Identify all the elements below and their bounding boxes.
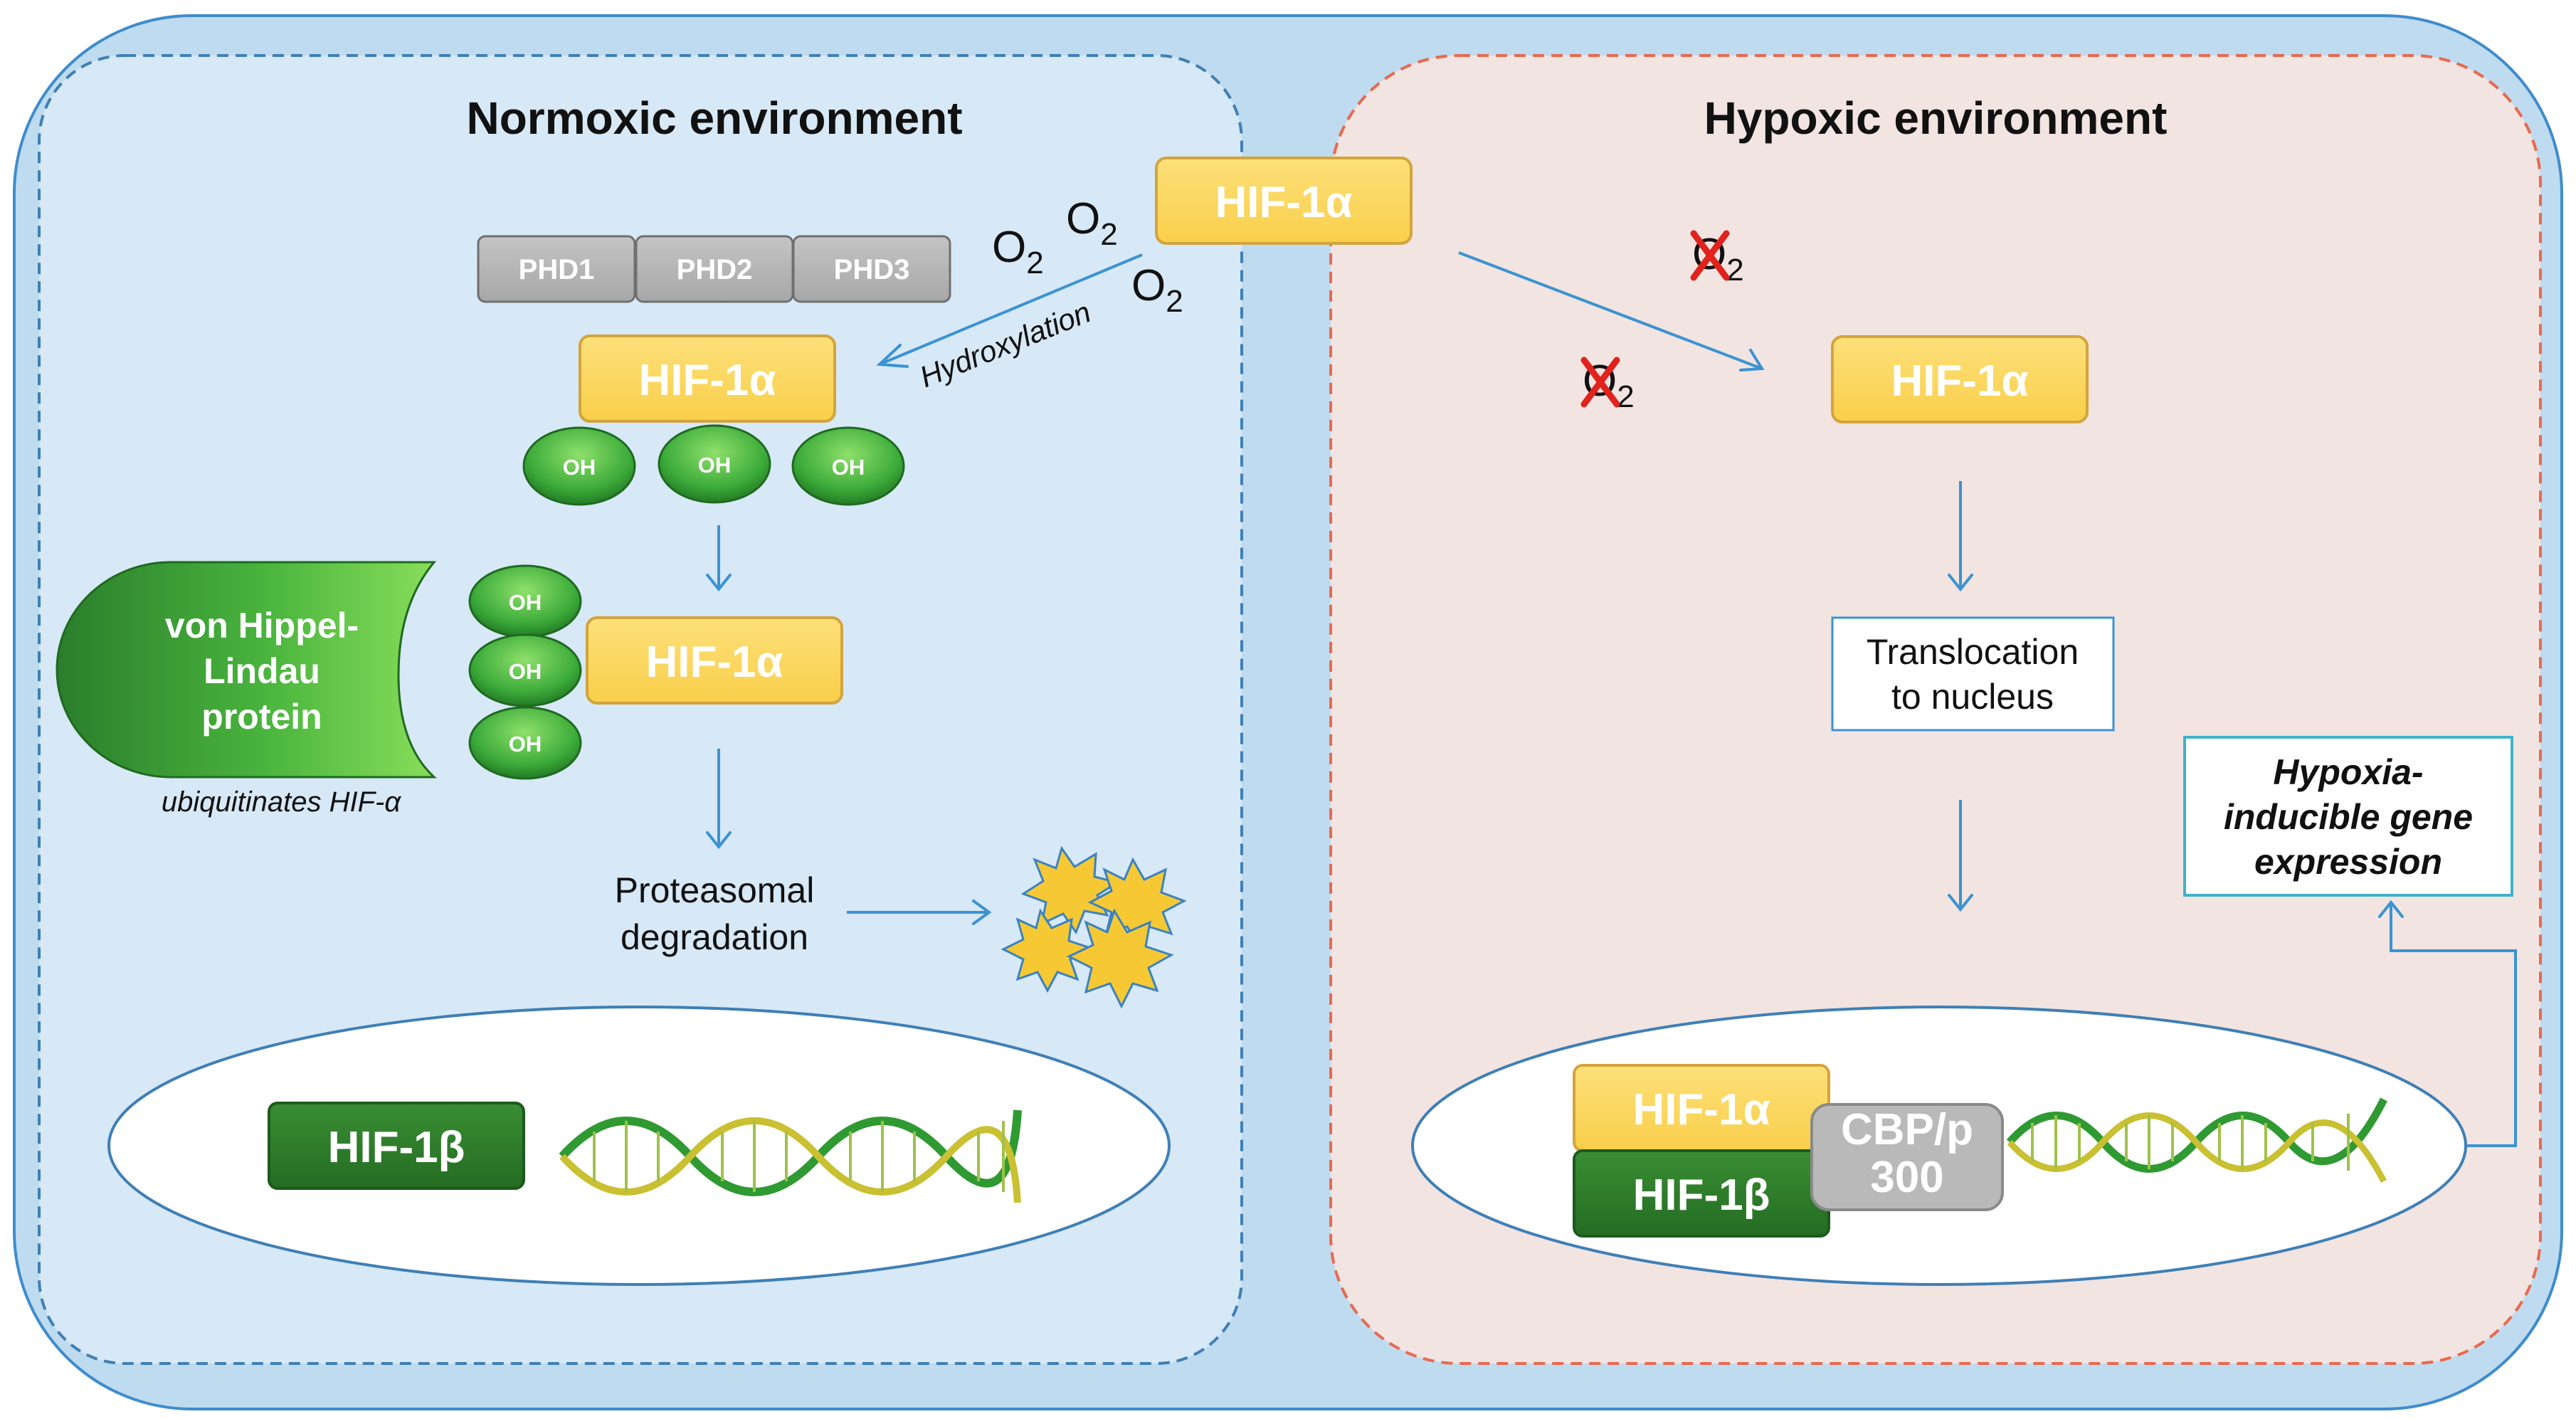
svg-text:O2: O2: [992, 223, 1044, 280]
oh-group-vhl: OH OH OH: [468, 564, 582, 780]
translocation-label-line-1: Translocation: [1867, 632, 2079, 672]
oxygen-absent: O2: [1690, 230, 1744, 288]
hif1a-vhl-bound-box: HIF-1α: [586, 616, 843, 705]
oh-bubble: [658, 424, 771, 504]
oh-label: OH: [509, 659, 542, 684]
phd-group: PHD1 PHD2 PHD3: [477, 235, 951, 303]
ubiquitinates-label: ubiquitinates HIF-α: [162, 786, 401, 818]
vhl-label-line-1: von Hippel-: [165, 606, 359, 645]
hif1a-complex-box: HIF-1α: [1573, 1064, 1830, 1152]
phd2-label: PHD2: [677, 254, 753, 285]
translocation-label-line-2: to nucleus: [1891, 677, 2054, 717]
normoxic-title: Normoxic environment: [466, 93, 962, 144]
oh-group-top: OH OH OH: [522, 424, 905, 506]
hif1a-hydroxylated-box: HIF-1α: [579, 334, 836, 423]
oh-label: OH: [563, 455, 596, 480]
vhl-label-line-3: protein: [201, 697, 322, 737]
oh-label: OH: [509, 732, 542, 756]
vhl-protein: von Hippel- Lindau protein: [56, 561, 437, 779]
oxygen-molecule: O2: [1066, 194, 1118, 252]
starburst: [1020, 845, 1120, 935]
gene-expression-arrowhead: [2378, 900, 2404, 918]
hif1a-vhl-bound-label: HIF-1α: [645, 638, 783, 687]
hif1a-hypoxic-label: HIF-1α: [1891, 357, 2028, 406]
oh-bubble: [791, 426, 905, 506]
hif1a-top-box: HIF-1α: [1155, 157, 1413, 245]
hypoxic-arrow-1-head: [1948, 574, 1973, 592]
degradation-arrowhead: [972, 900, 992, 925]
phd1-label: PHD1: [519, 254, 595, 285]
dna-helix-icon: [559, 1109, 1022, 1203]
oh-bubble: [468, 706, 582, 780]
gene-expression-label-line-2: inducible gene: [2224, 797, 2473, 837]
dna-helix-icon: [2006, 1097, 2387, 1183]
hypoxic-title: Hypoxic environment: [1704, 93, 2168, 144]
phd3-box: [792, 235, 951, 303]
oh-label: OH: [698, 453, 732, 478]
phd3-label: PHD3: [834, 254, 910, 285]
hypoxic-stabilization-arrow: [1458, 251, 1763, 370]
oxygen-molecule: O2: [1131, 261, 1183, 319]
hypoxic-arrow-2-head: [1948, 894, 1973, 912]
svg-text:O2: O2: [1066, 194, 1118, 252]
hif1a-hypoxic-box: HIF-1α: [1831, 335, 2089, 423]
hydroxylation-arrow: [879, 253, 1143, 366]
gene-expression-arrow: [2390, 902, 2517, 1147]
hif1b-complex-label: HIF-1β: [1633, 1171, 1770, 1220]
translocation-box: [1831, 616, 2115, 732]
oxygen-absent: O2: [1580, 357, 1635, 414]
hif1b-complex-box: HIF-1β: [1573, 1149, 1830, 1238]
oh-bubble: [522, 426, 636, 506]
svg-text:O2: O2: [1131, 261, 1183, 319]
normoxic-nucleus: [107, 1006, 1171, 1286]
hif1b-normoxic-box: HIF-1β: [268, 1102, 525, 1190]
cbp-label-line-1: CBP/p: [1841, 1105, 1973, 1154]
vhl-label-line-2: Lindau: [204, 651, 320, 691]
oh-label: OH: [509, 590, 542, 615]
hif1a-top-label: HIF-1α: [1215, 178, 1352, 227]
starburst: [1001, 908, 1093, 993]
gene-expression-label-line-1: Hypoxia-: [2273, 752, 2423, 792]
normoxic-arrow-1-head: [706, 574, 732, 592]
cbp-p300-box: CBP/p 300: [1810, 1103, 2004, 1211]
hif1a-complex-label: HIF-1α: [1632, 1085, 1770, 1134]
phd1-box: [477, 235, 636, 303]
gene-expression-box: [2183, 736, 2513, 897]
normoxic-arrow-2-head: [706, 831, 732, 850]
hydroxylation-arrowhead: [876, 344, 909, 368]
hypoxic-stabilization-arrowhead: [1739, 349, 1765, 371]
cbp-label-line-2: 300: [1870, 1153, 1943, 1202]
degraded-fragments: [1001, 845, 1187, 1009]
oxygen-molecule: O2: [992, 223, 1044, 280]
gene-expression-label-line-3: expression: [2254, 842, 2442, 882]
oh-bubble: [468, 633, 582, 707]
hif1a-hydroxylated-label: HIF-1α: [638, 356, 776, 405]
starburst: [1066, 908, 1174, 1009]
hif1b-normoxic-label: HIF-1β: [328, 1123, 465, 1172]
proteasomal-label-line-2: degradation: [621, 917, 808, 957]
proteasomal-label-line-1: Proteasomal: [615, 870, 815, 910]
oh-label: OH: [832, 455, 865, 480]
